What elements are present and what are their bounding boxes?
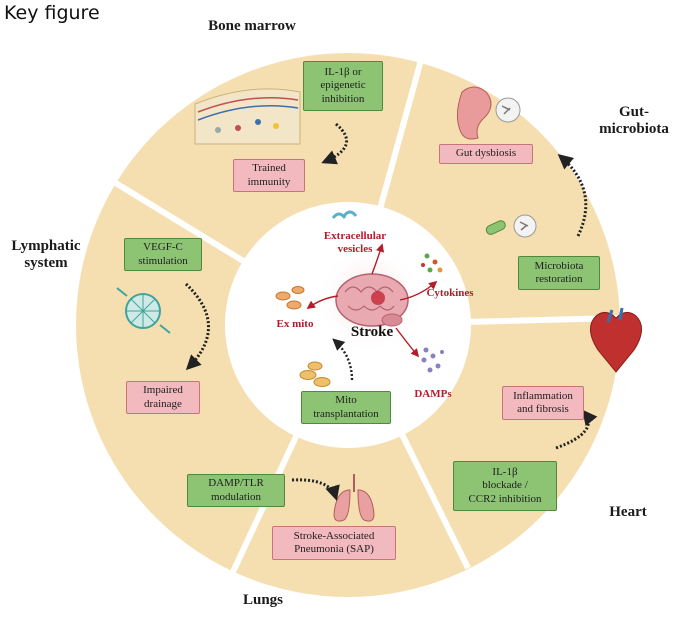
lymphatic-outcome: Impaired drainage bbox=[126, 381, 200, 414]
gut-intervention: Microbiota restoration bbox=[518, 256, 600, 290]
mito-return-arrow bbox=[332, 338, 354, 381]
label-extracellular-vesicles: Extracellular vesicles bbox=[323, 230, 387, 255]
label-damps: DAMPs bbox=[414, 388, 452, 400]
vesicle-icon bbox=[331, 210, 358, 219]
section-title-lymphatic: Lymphatic system bbox=[11, 238, 81, 272]
heart-intervention: IL-1β blockade / CCR2 inhibition bbox=[453, 461, 557, 511]
section-arrows bbox=[184, 122, 598, 501]
gut-illustration bbox=[456, 86, 521, 140]
lungs-intervention: DAMP/TLR modulation bbox=[187, 474, 285, 507]
label-cytokines: Cytokines bbox=[426, 287, 474, 299]
mito-icon bbox=[299, 361, 331, 387]
bone-marrow-intervention: IL-1β or epigenetic inhibition bbox=[303, 61, 383, 111]
center-arrows bbox=[306, 243, 438, 358]
lungs-illustration bbox=[333, 474, 375, 522]
label-ex-mito: Ex mito bbox=[276, 318, 314, 330]
mito-transplantation-box: Mito transplantation bbox=[301, 391, 391, 424]
section-title-gut: Gut- microbiota bbox=[599, 104, 669, 138]
bone-marrow-outcome: Trained immunity bbox=[233, 159, 305, 192]
gut-outcome: Gut dysbiosis bbox=[439, 144, 533, 164]
ex-mito-icon bbox=[275, 286, 305, 310]
lymph-node-illustration bbox=[116, 287, 171, 334]
cytokine-icon bbox=[421, 253, 443, 273]
figure-title: Key figure bbox=[4, 2, 100, 24]
probiotic-illustration bbox=[485, 214, 537, 238]
heart-outcome: Inflammation and fibrosis bbox=[502, 386, 584, 420]
damp-icon bbox=[421, 347, 444, 373]
section-title-bone-marrow: Bone marrow bbox=[208, 18, 296, 34]
heart-illustration bbox=[590, 307, 642, 373]
bone-marrow-illustration bbox=[194, 88, 301, 145]
lungs-outcome: Stroke-Associated Pneumonia (SAP) bbox=[272, 526, 396, 560]
section-title-heart: Heart bbox=[609, 504, 647, 520]
lymphatic-intervention: VEGF-C stimulation bbox=[124, 238, 202, 271]
label-stroke: Stroke bbox=[350, 324, 394, 340]
section-title-lungs: Lungs bbox=[242, 592, 284, 608]
